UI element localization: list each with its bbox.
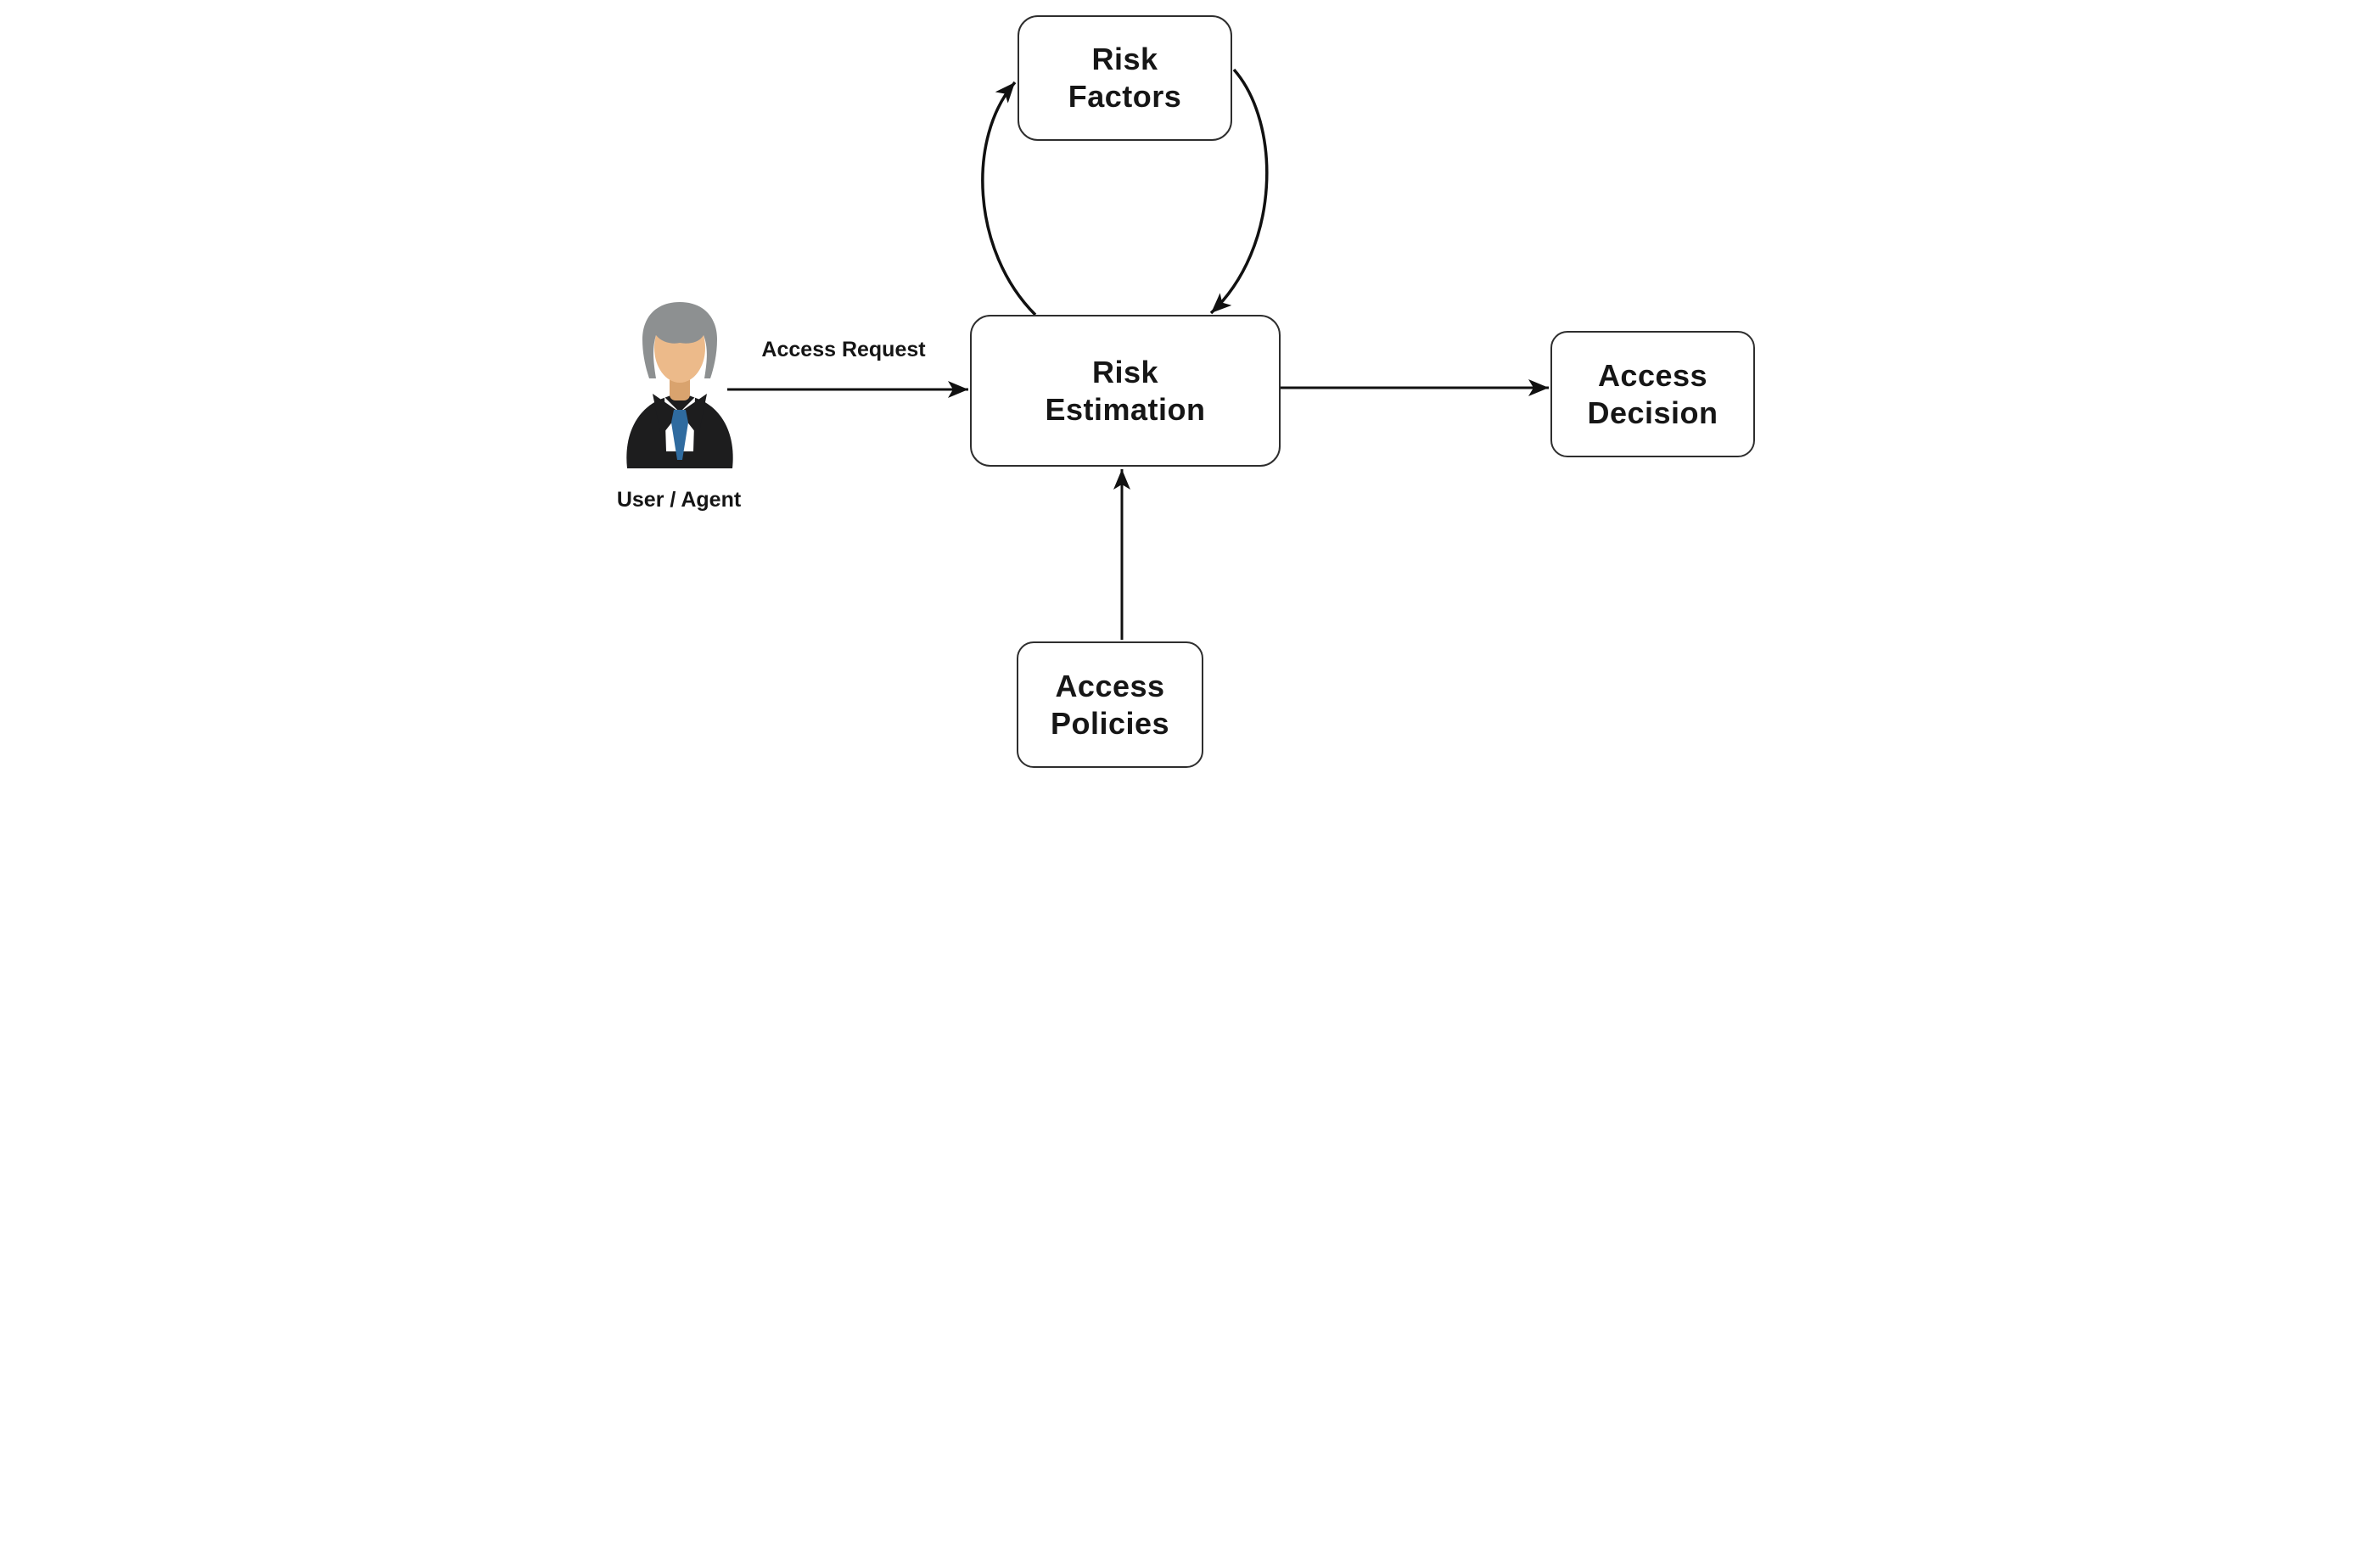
diagram-canvas: Risk Factors Risk Estimation Access Deci… [592, 0, 1774, 784]
node-risk-factors: Risk Factors [1018, 15, 1232, 141]
access-request-label: Access Request [761, 338, 926, 361]
node-risk-estimation: Risk Estimation [970, 315, 1281, 467]
curved-arrow-factors-to-estimation [1209, 68, 1269, 315]
node-access-decision-line2: Decision [1587, 395, 1718, 430]
avatar-hair [642, 302, 717, 378]
node-access-decision-line1: Access [1597, 357, 1708, 393]
avatar-tie [671, 410, 688, 460]
node-risk-estimation-line2: Estimation [1045, 391, 1206, 427]
node-risk-estimation-line1: Risk [1091, 354, 1159, 389]
node-access-policies-line2: Policies [1050, 705, 1170, 741]
user-agent-label: User / Agent [616, 488, 742, 512]
avatar-lapel-left [653, 394, 680, 436]
node-access-decision: Access Decision [1550, 331, 1755, 457]
node-risk-factors-line2: Factors [1068, 79, 1182, 114]
node-risk-factors-line1: Risk [1091, 42, 1158, 76]
curved-arrow-estimation-to-factors [981, 81, 1037, 316]
avatar-lapel-right [680, 394, 707, 436]
node-access-policies-line1: Access [1055, 668, 1165, 703]
user-avatar-icon [626, 302, 733, 468]
arrow-layer [727, 68, 1549, 640]
node-access-policies: Access Policies [1017, 641, 1203, 768]
